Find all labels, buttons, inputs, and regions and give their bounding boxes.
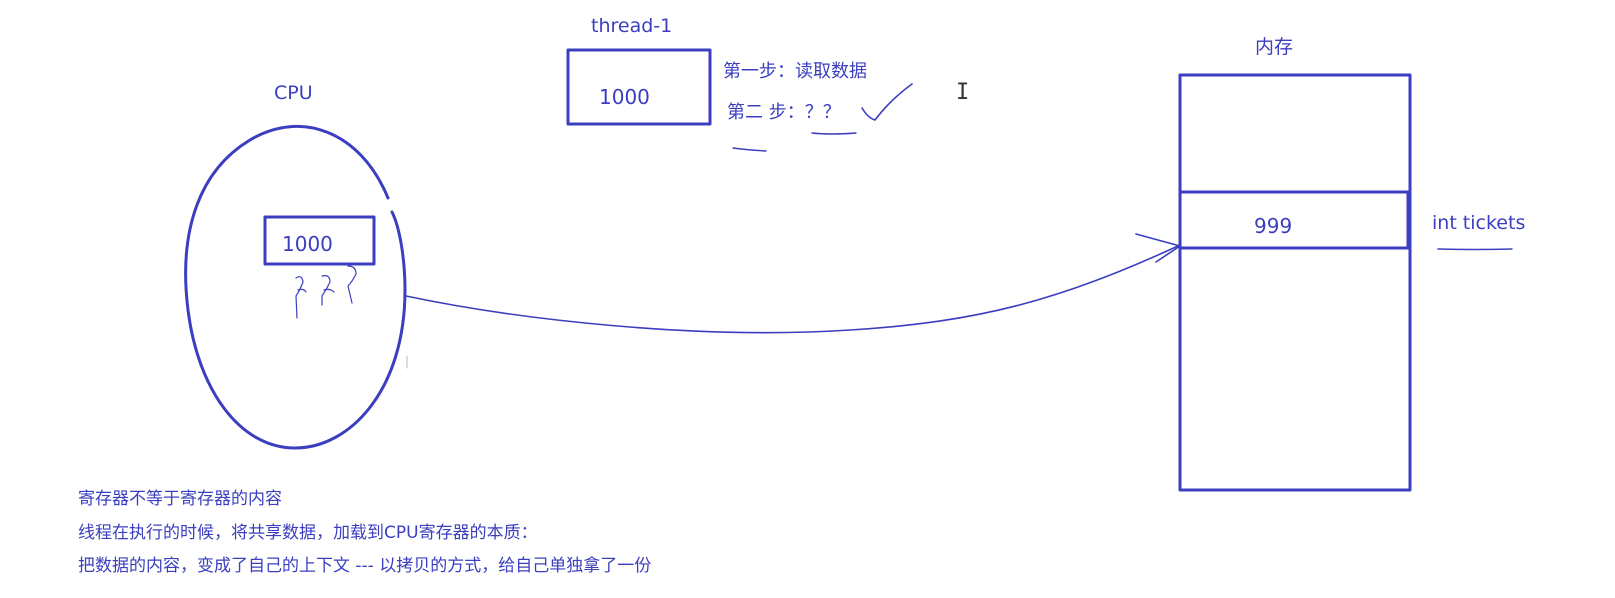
memory-box bbox=[1178, 73, 1412, 492]
cpu-ellipse bbox=[184, 124, 407, 450]
thread-value: 1000 bbox=[599, 85, 650, 109]
cpu-scribble bbox=[295, 265, 357, 319]
note-line: 寄存器不等于寄存器的内容 bbox=[78, 489, 282, 509]
cpu-register-box bbox=[263, 215, 376, 266]
memory-label: 内存 bbox=[1255, 36, 1294, 58]
memory-cell-value: 999 bbox=[1254, 214, 1293, 238]
memory-cell bbox=[1178, 190, 1410, 250]
tickets-underline bbox=[1437, 248, 1513, 251]
cpu-label: CPU bbox=[274, 82, 313, 104]
step-two-text: 第二 步：？？ bbox=[727, 102, 841, 123]
load-arrow bbox=[405, 245, 1179, 334]
note-line: 线程在执行的时候，将共享数据，加载到CPU寄存器的本质： bbox=[78, 523, 538, 543]
question-underline bbox=[811, 132, 857, 135]
text-cursor-icon: I bbox=[956, 80, 970, 105]
cpu-register-value: 1000 bbox=[282, 232, 333, 256]
note-line: 把数据的内容，变成了自己的上下文 --- 以拷贝的方式，给自己单独拿了一份 bbox=[78, 556, 652, 576]
step-one-text: 第一步：读取数据 bbox=[723, 61, 867, 82]
thread-box bbox=[566, 48, 712, 126]
tickets-variable-label: int tickets bbox=[1432, 212, 1526, 234]
step-dash bbox=[732, 147, 767, 152]
checkmark-icon bbox=[861, 83, 913, 121]
thread-label: thread-1 bbox=[591, 15, 673, 37]
